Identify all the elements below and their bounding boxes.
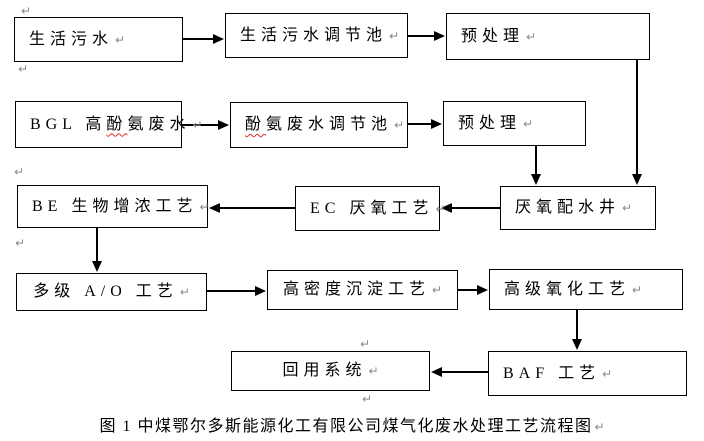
line-break-mark: ↵ xyxy=(179,285,190,299)
line-break-mark: ↵ xyxy=(368,364,379,378)
node-multistage-ao: 多级 A/O 工艺↵ xyxy=(16,273,207,311)
node-ec-anaerobic: EC 厌氧工艺↵ xyxy=(295,186,446,231)
node-label: 回用系统 xyxy=(282,362,367,379)
line-break-mark: ↵ xyxy=(523,116,534,131)
paragraph-mark: ↵ xyxy=(360,337,371,351)
paragraph-mark: ↵ xyxy=(14,165,25,179)
arrow-phenol-tank-to-pretreatment-phenol xyxy=(408,119,442,129)
line-break-mark: ↵ xyxy=(431,283,443,297)
node-label: BE 生物增浓工艺 xyxy=(32,197,198,215)
arrow-be-to-multistage-ao xyxy=(92,228,102,272)
node-anaerobic-distribution-well: 厌氧配水井↵ xyxy=(500,186,656,230)
paragraph-mark: ↵ xyxy=(362,392,373,406)
node-high-density-sedimentation: 高密度沉淀工艺↵ xyxy=(267,270,458,310)
line-break-mark: ↵ xyxy=(192,117,203,132)
line-break-mark: ↵ xyxy=(632,282,643,297)
paragraph-mark: ↵ xyxy=(21,4,32,18)
node-baf: BAF 工艺↵ xyxy=(488,351,687,396)
node-advanced-oxidation: 高级氧化工艺↵ xyxy=(489,269,683,310)
arrow-oxidation-to-baf xyxy=(572,310,582,350)
arrow-bgl-to-phenol-tank xyxy=(182,120,229,130)
line-break-mark: ↵ xyxy=(602,366,613,381)
arrow-ec-to-be xyxy=(209,203,295,213)
paragraph-mark: ↵ xyxy=(15,236,26,250)
figure-caption-text: 图 1 中煤鄂尔多斯能源化工有限公司煤气化废水处理工艺流程图 xyxy=(99,418,593,435)
node-be-bioconcentration: BE 生物增浓工艺↵ xyxy=(17,185,210,228)
arrow-multistage-ao-to-sedimentation xyxy=(207,286,266,296)
line-break-mark: ↵ xyxy=(115,32,126,47)
arrow-domestic-sewage-to-tank xyxy=(183,34,224,44)
node-domestic-sewage-tank: 生活污水调节池↵ xyxy=(225,13,408,58)
node-label-misspelled: 酚 xyxy=(245,116,267,133)
arrow-pretreatment-domestic-to-well xyxy=(632,60,642,185)
node-label-prefix: BGL 高 xyxy=(30,115,107,133)
node-label: 多级 A/O 工艺 xyxy=(33,283,178,300)
arrow-well-to-ec xyxy=(441,203,500,213)
node-label: 厌氧配水井 xyxy=(515,199,621,216)
node-label: 高级氧化工艺 xyxy=(504,280,631,298)
line-break-mark: ↵ xyxy=(394,118,405,132)
paragraph-mark: ↵ xyxy=(18,62,29,76)
node-label: 生活污水 xyxy=(29,30,114,48)
arrow-sedimentation-to-oxidation xyxy=(458,285,488,295)
node-label-misspelled: 酚 xyxy=(106,115,128,133)
node-label-suffix: 氨废水 xyxy=(127,115,191,133)
node-reuse-system: 回用系统↵ xyxy=(231,351,430,391)
node-domestic-sewage: 生活污水↵ xyxy=(14,17,183,62)
arrow-tank-to-pretreatment-domestic xyxy=(408,31,445,41)
line-break-mark: ↵ xyxy=(594,420,605,434)
node-bgl-wastewater: BGL 高酚氨废水↵ xyxy=(15,101,203,148)
line-break-mark: ↵ xyxy=(389,28,400,43)
line-break-mark: ↵ xyxy=(622,201,633,215)
node-label: 预处理 xyxy=(458,114,522,132)
node-label: 预处理 xyxy=(461,27,525,45)
node-pretreatment-domestic: 预处理↵ xyxy=(446,13,650,60)
line-break-mark: ↵ xyxy=(526,29,537,44)
node-label: 高密度沉淀工艺 xyxy=(282,281,430,298)
node-pretreatment-phenol: 预处理↵ xyxy=(443,101,586,146)
figure-caption: 图 1 中煤鄂尔多斯能源化工有限公司煤气化废水处理工艺流程图↵ xyxy=(0,412,704,436)
node-label-suffix: 氨废水调节池 xyxy=(266,116,393,133)
line-break-mark: ↵ xyxy=(435,201,446,216)
arrow-pretreatment-phenol-to-well xyxy=(531,146,541,185)
node-label: 生活污水调节池 xyxy=(240,26,388,44)
node-phenol-ammonia-tank: 酚氨废水调节池↵ xyxy=(230,102,408,148)
node-label: BAF 工艺 xyxy=(503,364,601,382)
arrow-baf-to-reuse xyxy=(431,367,488,377)
line-break-mark: ↵ xyxy=(199,199,210,214)
node-label: EC 厌氧工艺 xyxy=(310,199,434,217)
